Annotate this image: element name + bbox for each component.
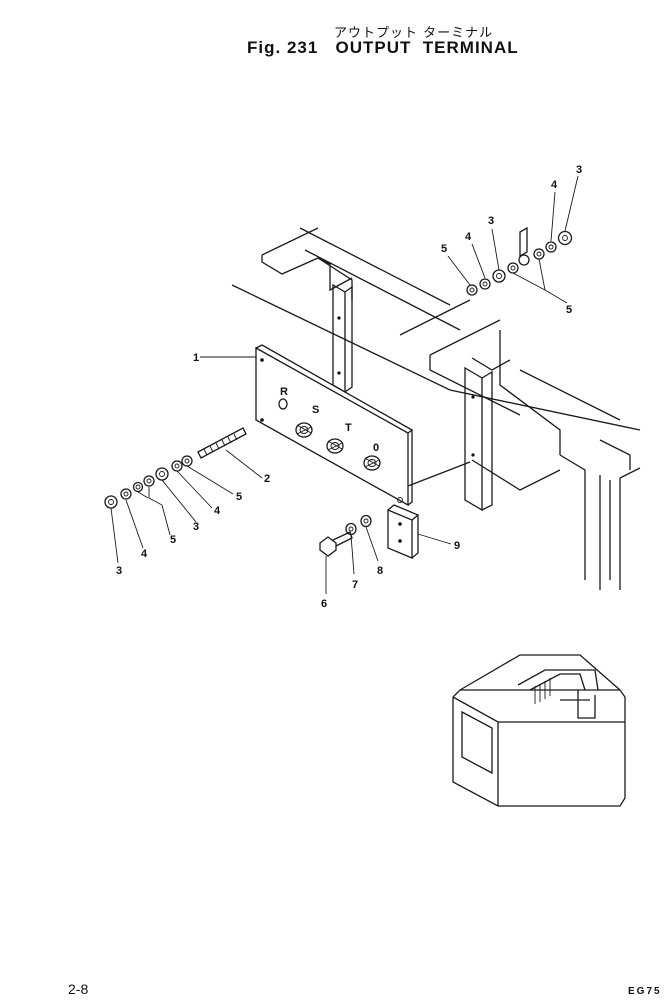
callout-3: 3 [488, 215, 494, 227]
right-hardware-stack [466, 226, 573, 296]
callout-8: 8 [377, 565, 383, 577]
callout-4: 4 [141, 548, 148, 560]
location-inset-generator [452, 654, 626, 807]
support-post-right [464, 357, 511, 512]
mounting-bolt [319, 531, 353, 557]
washer-icon [132, 481, 144, 493]
callout-3: 3 [193, 521, 199, 533]
nut-icon [492, 269, 506, 283]
washer-icon [143, 475, 155, 487]
callout-3: 3 [116, 565, 122, 577]
nut-icon [155, 467, 169, 481]
panel-hole-icon [260, 358, 264, 362]
document-code: EG75 [628, 986, 662, 997]
callout-6: 6 [321, 598, 327, 610]
washer-icon [507, 262, 519, 274]
callout-1: 1 [193, 352, 199, 364]
panel-hole-icon [260, 418, 264, 422]
washer-icon [479, 278, 491, 290]
washer-icon [466, 284, 478, 296]
callout-5: 5 [441, 243, 447, 255]
nut-icon [104, 495, 118, 509]
washer-icon [171, 460, 183, 472]
callout-2: 2 [264, 473, 270, 485]
terminal-lug-icon [518, 226, 530, 266]
japanese-title: アウトプット ターミナル [334, 26, 494, 41]
terminal-post-r [278, 398, 288, 410]
page-number: 2-8 [68, 981, 89, 997]
nut-icon [557, 230, 573, 246]
terminal-panel [255, 344, 414, 507]
callout-4: 4 [214, 505, 221, 517]
terminal-label-0: 0 [373, 442, 379, 454]
flat-washer-icon [360, 514, 372, 528]
figure-title: Fig. 231 OUTPUT TERMINAL [247, 38, 519, 57]
washer-icon [181, 455, 193, 467]
washer-icon [533, 248, 545, 260]
terminal-post-t [326, 438, 344, 454]
frame-structure [231, 227, 641, 590]
terminal-label-s: S [312, 404, 319, 416]
callout-4: 4 [551, 179, 558, 191]
washer-icon [545, 241, 557, 253]
terminal-label-t: T [345, 422, 352, 434]
terminal-label-r: R [280, 386, 288, 398]
left-hardware-stack [104, 455, 193, 509]
callout-5: 5 [566, 304, 572, 316]
washer-icon [120, 488, 132, 500]
panel-hole-icon [397, 497, 403, 503]
callout-5: 5 [170, 534, 176, 546]
callout-4: 4 [465, 231, 472, 243]
callout-7: 7 [352, 579, 358, 591]
leader-lines [110, 175, 579, 594]
callout-5: 5 [236, 491, 242, 503]
mounting-bracket [387, 504, 420, 559]
callout-9: 9 [454, 540, 460, 552]
terminal-post-s [295, 422, 313, 438]
callout-3: 3 [576, 164, 582, 176]
lock-washer-icon [345, 522, 357, 536]
terminal-post-0 [363, 455, 381, 471]
threaded-stud [197, 427, 247, 459]
